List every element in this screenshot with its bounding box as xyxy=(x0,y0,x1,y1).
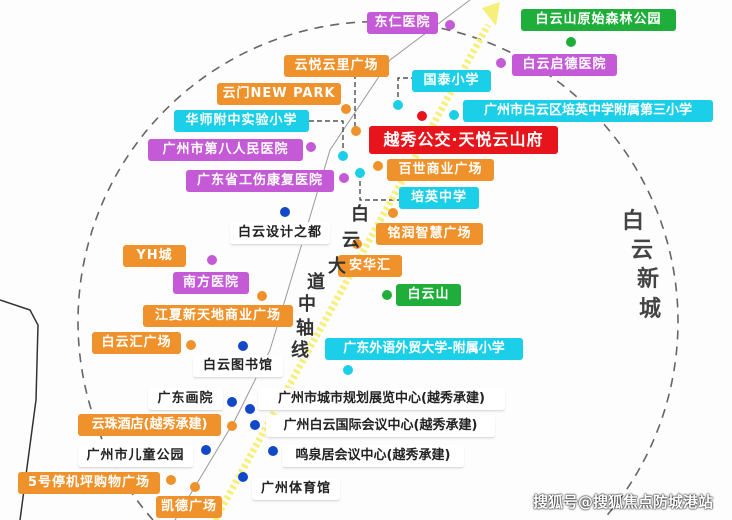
poi-label-culture: 广州市城市规划展览中心(越秀承建) xyxy=(258,388,505,411)
poi-dot xyxy=(238,341,248,351)
poi-label-commerce: 云门NEW PARK xyxy=(217,83,341,105)
watermark: 搜狐号@搜狐焦点防城港站 xyxy=(533,493,714,511)
poi-label-commerce: 铭润智慧广场 xyxy=(376,223,483,245)
poi-label-commerce: 5号停机坪购物广场 xyxy=(18,472,160,494)
axis-arrow-icon xyxy=(482,2,500,26)
poi-dot xyxy=(352,239,362,249)
poi-dot xyxy=(449,110,459,120)
poi-dot xyxy=(373,161,383,171)
area-label-char: 白 xyxy=(622,209,645,234)
project-label: 越秀公交·天悦云山府 xyxy=(369,126,558,154)
poi-dot xyxy=(280,207,290,217)
axis-label-char: 大 xyxy=(328,256,346,277)
poi-label-park: 白云山原始森林公园 xyxy=(521,9,676,31)
left-road xyxy=(0,299,39,520)
poi-dot xyxy=(166,475,176,485)
poi-label-school: 广东外语外贸大学-附属小学 xyxy=(325,338,523,360)
poi-dot xyxy=(190,482,200,492)
poi-label-commerce: 安华汇 xyxy=(338,255,402,277)
poi-dot xyxy=(186,340,196,350)
poi-dot xyxy=(341,104,351,114)
poi-label-commerce: 凯德广场 xyxy=(156,496,222,518)
poi-dot xyxy=(445,20,455,30)
axis-label-char: 轴 xyxy=(296,318,314,339)
poi-dot xyxy=(306,142,316,152)
poi-label-culture: 白云图书馆 xyxy=(193,355,283,378)
axis-label-char: 白 xyxy=(351,204,369,225)
poi-dot xyxy=(227,397,237,407)
poi-label-commerce: 云珠酒店(越秀承建) xyxy=(78,414,221,436)
axis-label-char: 中 xyxy=(298,294,316,315)
poi-label-commerce: YH城 xyxy=(123,245,186,267)
poi-dot xyxy=(388,208,398,218)
axis-label-char: 线 xyxy=(291,340,309,361)
poi-dot xyxy=(566,37,576,47)
poi-label-culture: 广州市儿童公园 xyxy=(78,445,193,468)
poi-dot xyxy=(338,151,348,161)
area-label-char: 新 xyxy=(637,267,660,292)
poi-label-culture: 广州体育馆 xyxy=(252,478,340,501)
project-dot xyxy=(417,111,427,121)
poi-label-school: 培英中学 xyxy=(399,187,479,209)
poi-dot xyxy=(238,472,248,482)
poi-dot xyxy=(382,290,392,300)
poi-dot xyxy=(355,168,365,178)
poi-dot xyxy=(245,404,255,414)
poi-label-culture: 广州白云国际会议中心(越秀承建) xyxy=(266,415,495,438)
poi-label-commerce: 白云汇广场 xyxy=(92,332,181,354)
poi-label-culture: 广东画院 xyxy=(148,388,223,411)
poi-label-school: 国泰小学 xyxy=(412,70,491,92)
poi-dot xyxy=(227,421,237,431)
poi-label-park: 白云山 xyxy=(396,284,461,306)
poi-label-culture: 鸣泉居会议中心(越秀承建) xyxy=(282,445,464,468)
poi-label-commerce: 云悦云里广场 xyxy=(284,55,389,77)
poi-dot xyxy=(250,420,260,430)
poi-label-hospital: 南方医院 xyxy=(173,272,249,294)
poi-label-school: 广州市白云区培英中学附属第三小学 xyxy=(463,100,713,122)
poi-dot xyxy=(496,58,506,68)
poi-dot xyxy=(207,255,217,265)
connector-lines xyxy=(309,66,412,201)
poi-label-culture: 白云设计之都 xyxy=(230,222,330,245)
poi-dot xyxy=(268,446,278,456)
axis-label-char: 云 xyxy=(342,230,360,251)
poi-dot xyxy=(257,291,267,301)
poi-dot xyxy=(201,445,211,455)
poi-label-commerce: 百世商业广场 xyxy=(387,159,494,181)
poi-dot xyxy=(343,365,353,375)
poi-dot xyxy=(351,126,361,136)
poi-label-hospital: 东仁医院 xyxy=(367,12,438,34)
poi-label-hospital: 广州市第八人民医院 xyxy=(148,139,303,161)
poi-label-school: 华师附中实验小学 xyxy=(174,110,309,132)
poi-label-commerce: 江夏新天地商业广场 xyxy=(143,305,293,327)
area-label-char: 城 xyxy=(639,297,662,322)
axis-label-char: 道 xyxy=(307,272,325,293)
poi-label-hospital: 广东省工伤康复医院 xyxy=(186,170,334,192)
road-line xyxy=(174,0,471,520)
area-label-char: 云 xyxy=(631,238,654,263)
district-boundary-circle xyxy=(77,20,679,520)
poi-label-hospital: 白云启德医院 xyxy=(512,54,617,76)
poi-dot xyxy=(393,100,403,110)
poi-dot xyxy=(339,173,349,183)
